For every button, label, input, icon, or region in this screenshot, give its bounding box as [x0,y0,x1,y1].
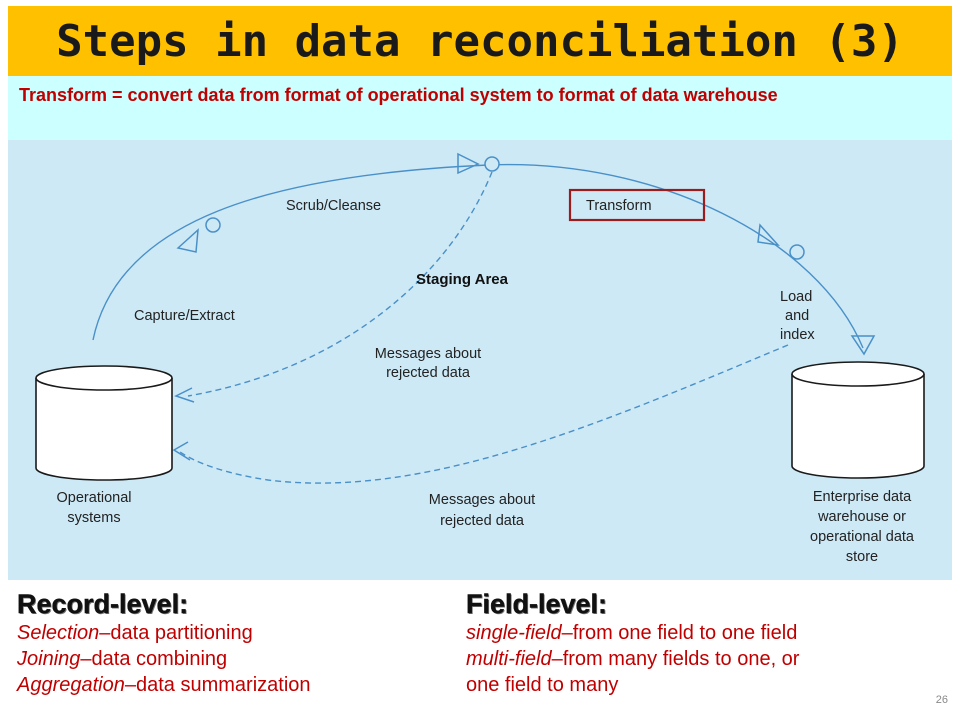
field-level-term: multi-field [466,648,552,670]
transform-highlight-box [568,188,706,222]
field-level-heading: Field-level: [466,589,608,619]
outer-messages-label-1: Messages about [429,492,535,508]
slide-title: Steps in data reconciliation (3) [56,15,904,67]
subtitle-band: Transform = convert data from format of … [8,76,952,140]
diagram-svg: Scrub/Cleanse Transform Staging Area Cap… [35,152,925,565]
reconciliation-diagram: Scrub/Cleanse Transform Staging Area Cap… [8,140,952,580]
capture-extract-label: Capture/Extract [134,308,235,324]
record-level-section: Record-level: Selection–data partitionin… [17,588,437,698]
record-level-desc: –data partitioning [99,622,253,644]
field-level-item: one field to many [466,672,936,698]
field-level-term: single-field [466,622,562,644]
record-level-item: Aggregation–data summarization [17,672,437,698]
record-level-item: Selection–data partitioning [17,620,437,646]
inner-messages-label-1: Messages about [375,346,481,362]
arc-arrowheads [176,152,876,356]
slide-subtitle: Transform = convert data from format of … [19,85,778,105]
record-level-term: Joining [17,648,81,670]
outer-messages-label-2: rejected data [440,513,525,529]
record-level-term: Selection [17,622,100,644]
record-level-item: Joining–data combining [17,646,437,672]
outer-rejected-arrowhead [172,441,191,461]
operational-label-2: systems [67,510,120,526]
page-number: 26 [935,694,948,706]
field-level-desc: –from one field to one field [561,622,798,644]
enterprise-warehouse-database [791,361,925,479]
record-level-desc: –data summarization [124,674,311,696]
record-level-term: Aggregation [17,674,125,696]
record-level-heading: Record-level: [17,589,189,619]
enterprise-label-2: warehouse or [817,509,906,525]
operational-label-1: Operational [57,490,132,506]
enterprise-label-1: Enterprise data [813,489,912,505]
operational-systems-database [35,365,173,481]
title-bar: Steps in data reconciliation (3) [8,6,952,76]
outer-rejected-flow [179,344,789,484]
field-level-item: single-field–from one field to one field [466,620,936,646]
field-level-desc: –from many fields to one, or [551,648,800,670]
enterprise-label-4: store [846,549,878,565]
index-label: index [780,327,815,343]
transform-label: Transform [586,198,652,214]
staging-area-label: Staging Area [416,271,509,288]
field-level-item: multi-field–from many fields to one, or [466,646,936,672]
field-level-desc: one field to many [466,674,619,696]
process-nodes [205,156,805,260]
and-label: and [785,308,809,324]
load-label: Load [780,289,812,305]
field-level-section: Field-level: single-field–from one field… [466,588,936,698]
scrub-cleanse-label: Scrub/Cleanse [286,198,381,214]
inner-rejected-flow [187,171,493,397]
enterprise-label-3: operational data [810,529,915,545]
inner-messages-label-2: rejected data [386,365,471,381]
inner-rejected-arrowhead [174,387,195,403]
record-level-desc: –data combining [80,648,228,670]
